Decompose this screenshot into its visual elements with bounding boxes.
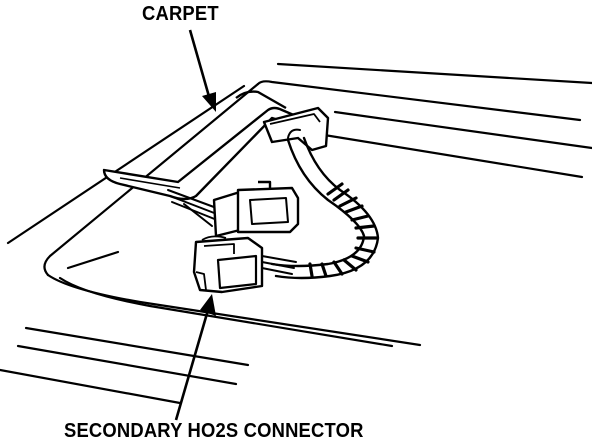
floor-panel-lines [0, 62, 592, 405]
carpet-flap [102, 90, 298, 201]
upper-connector [212, 180, 300, 238]
corrugated-harness [270, 128, 380, 280]
carpet-leader-arrow [188, 29, 216, 112]
connector-leader-arrow [174, 294, 216, 421]
carpet-label: CARPET [142, 3, 219, 25]
wires-under-carpet [167, 189, 223, 227]
secondary-ho2s-connector [192, 235, 264, 294]
secondary-ho2s-connector-label: SECONDARY HO2S CONNECTOR [64, 420, 364, 442]
wires-to-connector [261, 255, 297, 275]
